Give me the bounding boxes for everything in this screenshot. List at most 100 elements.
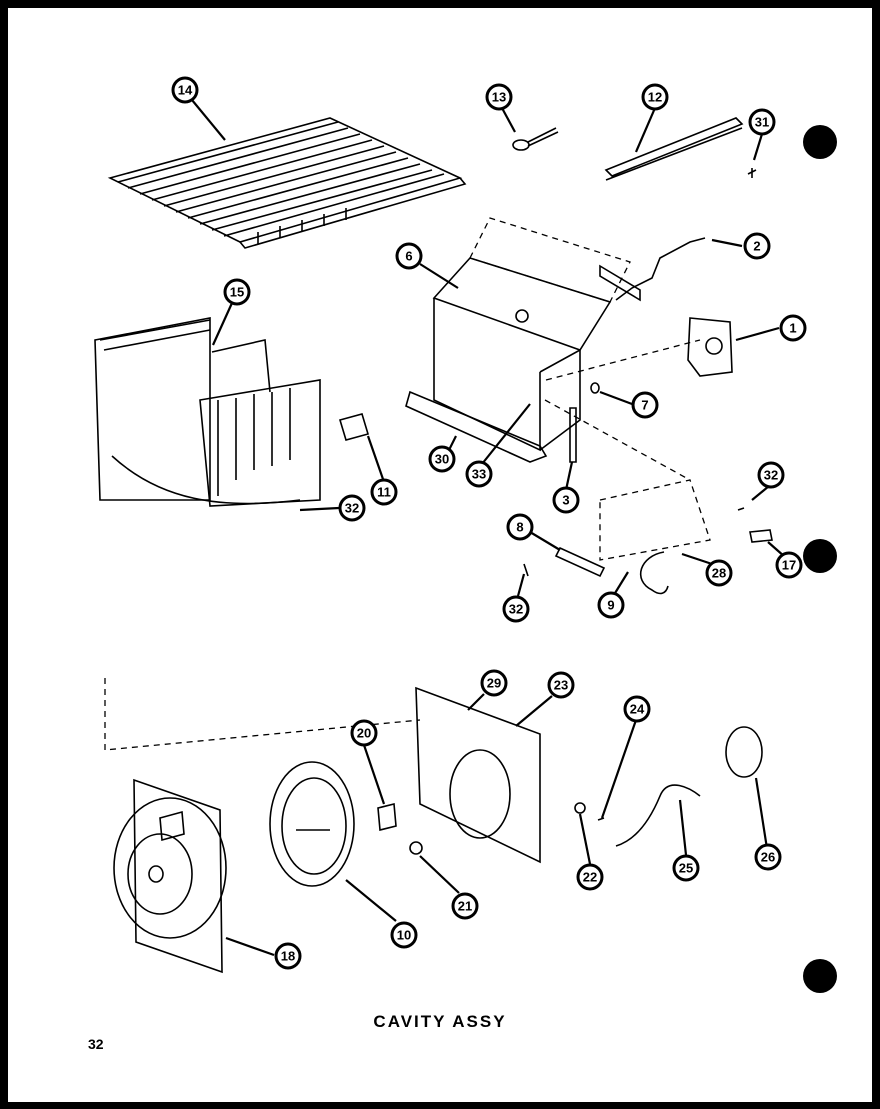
callout-bubble [552,486,580,514]
callout-bubble [480,669,508,697]
callout-18: 18 [274,942,302,970]
callout-bubble [597,591,625,619]
part-washer-21 [409,841,423,855]
callout-bubble [547,671,575,699]
callout-bubble [672,854,700,882]
part-fan [269,761,355,887]
callout-14: 14 [171,76,199,104]
part-clip-11 [338,413,370,441]
callout-3: 3 [552,486,580,514]
callout-12: 12 [641,83,669,111]
callout-10: 10 [390,921,418,949]
part-bracket-2 [615,237,706,301]
callout-number: 20 [357,726,371,741]
callout-20: 20 [350,719,378,747]
callout-1: 1 [779,314,807,342]
part-mount-plate [523,399,773,595]
callout-6: 6 [395,242,423,270]
callout-bubble [743,232,771,260]
callout-number: 33 [472,467,486,482]
callout-8: 8 [506,513,534,541]
callout-28: 28 [705,559,733,587]
callout-number: 1 [789,321,796,336]
callout-bubble [623,695,651,723]
callout-23: 23 [547,671,575,699]
callout-number: 6 [405,249,412,264]
callout-bubble [465,460,493,488]
callout-2: 2 [743,232,771,260]
punch-hole-top [803,125,837,159]
part-bar-3 [569,407,577,463]
callout-number: 12 [648,90,662,105]
page-number: 32 [88,1036,104,1052]
callout-bubble [641,83,669,111]
callout-number: 14 [178,83,193,98]
punch-hole-bottom [803,959,837,993]
part-strip [604,117,744,181]
callout-number: 11 [377,485,391,500]
callout-bubble [274,942,302,970]
callout-bubble [502,595,530,623]
callout-bubble [370,478,398,506]
diagram-title: CAVITY ASSY [373,1012,507,1031]
callout-number: 3 [562,493,569,508]
part-nut-22 [574,802,586,814]
dashed-frame [104,678,421,751]
punch-hole-middle [803,539,837,573]
callout-21: 21 [451,892,479,920]
part-sensor [512,127,559,151]
callout-number: 15 [230,285,244,300]
callout-bubble [171,76,199,104]
callout-number: 2 [753,239,760,254]
part-rail-30 [405,390,548,463]
callout-32: 32 [502,595,530,623]
callout-17: 17 [775,551,803,579]
callout-number: 13 [492,90,506,105]
callout-bubble [485,83,513,111]
leader-lines [191,99,786,957]
part-screw-24 [597,817,605,821]
callout-number: 32 [345,501,359,516]
callout-bubble [576,863,604,891]
callout-11: 11 [370,478,398,506]
callout-bubble [350,719,378,747]
callout-number: 32 [764,468,778,483]
callout-bubble [775,551,803,579]
callout-bubble [754,843,782,871]
callout-bubble [748,108,776,136]
callout-number: 25 [679,861,693,876]
callout-bubble [631,391,659,419]
part-spring-25 [615,784,701,847]
callout-number: 29 [487,676,501,691]
callout-bubble [757,461,785,489]
callout-number: 17 [782,558,796,573]
callout-24: 24 [623,695,651,723]
part-shaft-assembly [545,317,733,381]
callout-number: 18 [281,949,295,964]
callout-30: 30 [428,445,456,473]
part-grille-rack [107,117,467,249]
part-hub-20 [377,802,397,832]
callout-bubble [223,278,251,306]
callout-number: 28 [712,566,726,581]
callout-15: 15 [223,278,251,306]
part-cap-26 [725,726,763,778]
callout-number: 23 [554,678,568,693]
callout-number: 24 [630,702,645,717]
callout-bubble [395,242,423,270]
callout-31: 31 [748,108,776,136]
callout-number: 30 [435,452,449,467]
callout-bubble [451,892,479,920]
callout-25: 25 [672,854,700,882]
callout-bubble [705,559,733,587]
callout-number: 21 [458,899,472,914]
callout-number: 32 [509,602,523,617]
part-screw-31 [747,168,757,178]
part-duct [94,317,321,507]
callout-32: 32 [338,494,366,522]
callout-number: 7 [641,398,648,413]
callout-22: 22 [576,863,604,891]
part-washer-7 [590,382,600,394]
part-back-plate [415,686,541,864]
